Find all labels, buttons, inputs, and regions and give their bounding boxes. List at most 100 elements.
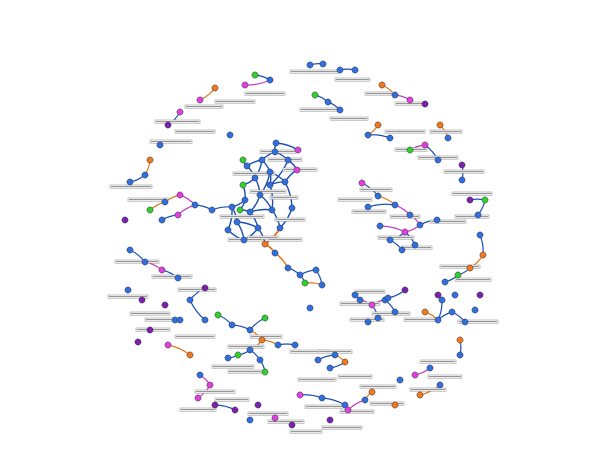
node-label-76 (321, 425, 363, 430)
node-green-107 (406, 146, 414, 154)
node-label-23 (109, 184, 153, 189)
node-orange-99 (374, 121, 382, 129)
node-blue-69 (391, 308, 399, 316)
node-blue-167 (201, 316, 209, 324)
node-blue-49 (411, 241, 419, 249)
node-purple-91 (421, 100, 429, 108)
node-orange-104 (146, 156, 154, 164)
node-label-3 (214, 99, 256, 104)
node-blue-4 (284, 156, 292, 164)
node-label-73 (304, 404, 344, 409)
node-purple-151 (211, 401, 219, 409)
node-purple-140 (161, 301, 169, 309)
node-magenta-149 (206, 381, 214, 389)
node-label-49 (354, 289, 386, 294)
node-label-64 (359, 384, 397, 389)
node-label-24 (127, 197, 169, 202)
node-green-56 (261, 314, 269, 322)
node-blue-3 (271, 148, 279, 156)
node-label-72 (267, 419, 305, 424)
node-purple-110 (458, 161, 466, 169)
node-blue-163 (246, 416, 254, 424)
node-orange-72 (421, 308, 429, 316)
node-blue-116 (156, 141, 164, 149)
edges-layer (129, 63, 486, 411)
node-purple-153 (254, 401, 262, 409)
node-blue-135 (141, 258, 149, 266)
node-label-44 (107, 294, 149, 299)
node-blue-15 (268, 206, 276, 214)
node-label-5 (364, 91, 394, 96)
node-label-32 (351, 209, 387, 214)
node-blue-9 (266, 181, 274, 189)
node-blue-11 (256, 191, 264, 199)
node-blue-89 (391, 91, 399, 99)
node-blue-103 (444, 134, 452, 142)
node-green-27 (236, 206, 244, 214)
node-blue-141 (186, 296, 194, 304)
node-blue-10 (281, 178, 289, 186)
node-magenta-25 (294, 146, 302, 154)
node-blue-82 (319, 60, 327, 68)
node-label-36 (429, 219, 467, 224)
node-label-21 (249, 189, 287, 194)
node-orange-118 (479, 251, 487, 259)
nodes-layer (121, 60, 489, 429)
node-label-30 (359, 187, 393, 192)
node-blue-45 (416, 221, 424, 229)
node-label-63 (337, 374, 373, 379)
node-blue-128 (426, 364, 434, 372)
node-blue-95 (324, 98, 332, 106)
node-blue-42 (374, 192, 382, 200)
node-blue-43 (391, 201, 399, 209)
node-label-34 (377, 235, 415, 240)
node-label-57 (227, 344, 265, 349)
node-label-69 (214, 397, 250, 402)
edge-64 (379, 225, 406, 233)
node-blue-80 (314, 356, 322, 364)
node-blue-138 (124, 286, 132, 294)
node-blue-68 (374, 314, 382, 322)
node-blue-51 (376, 222, 384, 230)
node-label-37 (443, 169, 485, 174)
node-blue-106 (126, 178, 134, 186)
node-purple-143 (146, 326, 154, 334)
node-green-120 (454, 271, 462, 279)
node-blue-157 (318, 394, 326, 402)
node-blue-61 (291, 341, 299, 349)
node-blue-134 (126, 246, 134, 254)
node-label-77 (289, 429, 323, 434)
node-magenta-129 (411, 371, 419, 379)
node-magenta-87 (241, 81, 249, 89)
node-green-31 (301, 279, 309, 287)
node-label-38 (451, 191, 493, 196)
node-orange-126 (456, 336, 464, 344)
node-blue-83 (336, 66, 344, 74)
node-magenta-136 (158, 266, 166, 274)
node-blue-13 (228, 203, 236, 211)
node-label-25 (219, 214, 265, 219)
node-orange-78 (341, 358, 349, 366)
node-label-33 (389, 214, 421, 219)
node-blue-7 (251, 174, 259, 182)
node-blue-115 (226, 131, 234, 139)
node-label-15 (149, 139, 193, 144)
node-blue-73 (434, 316, 442, 324)
node-blue-26 (224, 226, 232, 234)
node-blue-121 (441, 278, 449, 286)
edge-121 (167, 344, 191, 356)
node-blue-75 (461, 318, 469, 326)
node-blue-6 (266, 168, 274, 176)
node-magenta-90 (406, 96, 414, 104)
node-orange-131 (416, 391, 424, 399)
node-blue-29 (296, 271, 304, 279)
node-orange-20 (261, 240, 269, 248)
node-blue-96 (336, 106, 344, 114)
node-blue-65 (356, 296, 364, 304)
node-label-53 (403, 317, 441, 322)
node-label-10 (329, 116, 369, 121)
node-blue-55 (246, 326, 254, 334)
node-blue-158 (341, 401, 349, 409)
node-label-70 (179, 407, 217, 412)
